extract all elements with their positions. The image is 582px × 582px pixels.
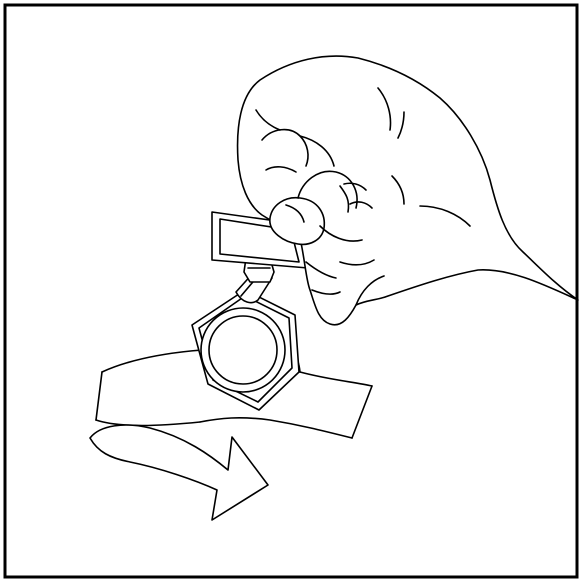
cap-outer-ring: [201, 308, 285, 392]
